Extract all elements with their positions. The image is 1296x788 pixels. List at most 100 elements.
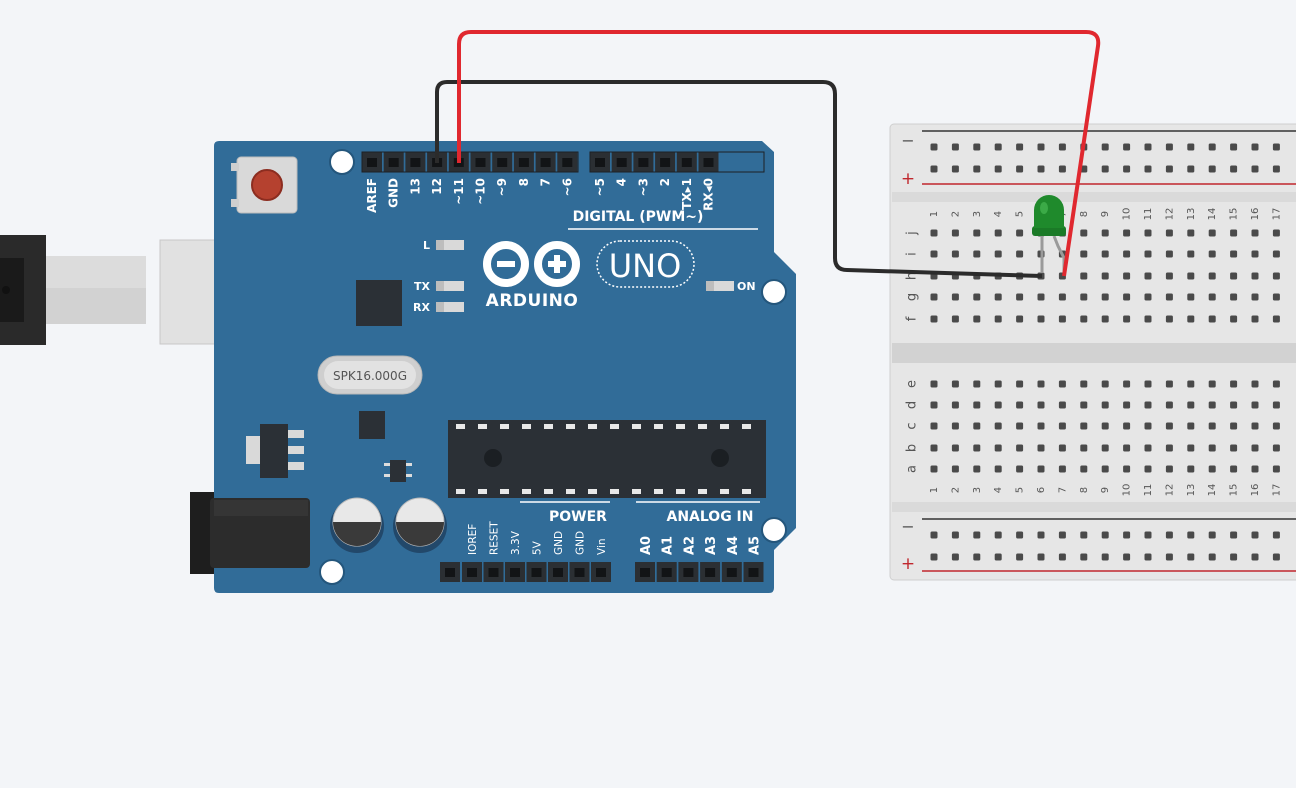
breadboard-hole[interactable] xyxy=(1016,229,1024,237)
breadboard-hole[interactable] xyxy=(1037,465,1045,473)
rail-hole[interactable] xyxy=(1058,553,1066,561)
breadboard-hole[interactable] xyxy=(973,401,981,409)
breadboard-hole[interactable] xyxy=(994,315,1002,323)
breadboard-hole[interactable] xyxy=(1208,380,1216,388)
breadboard-hole[interactable] xyxy=(1016,401,1024,409)
breadboard-hole[interactable] xyxy=(1208,401,1216,409)
rail-hole[interactable] xyxy=(951,553,959,561)
breadboard-hole[interactable] xyxy=(1230,465,1238,473)
breadboard-hole[interactable] xyxy=(1101,293,1109,301)
breadboard-hole[interactable] xyxy=(1058,444,1066,452)
breadboard-hole[interactable] xyxy=(1272,465,1280,473)
breadboard-hole[interactable] xyxy=(1080,229,1088,237)
breadboard-hole[interactable] xyxy=(1144,444,1152,452)
breadboard-hole[interactable] xyxy=(1230,293,1238,301)
breadboard-hole[interactable] xyxy=(930,380,938,388)
rail-hole[interactable] xyxy=(951,143,959,151)
breadboard-hole[interactable] xyxy=(930,315,938,323)
breadboard-hole[interactable] xyxy=(1016,315,1024,323)
rail-hole[interactable] xyxy=(1080,553,1088,561)
breadboard-hole[interactable] xyxy=(1165,250,1173,258)
rail-hole[interactable] xyxy=(994,165,1002,173)
breadboard-hole[interactable] xyxy=(1037,422,1045,430)
rail-hole[interactable] xyxy=(1123,531,1131,539)
breadboard-hole[interactable] xyxy=(1080,250,1088,258)
rail-hole[interactable] xyxy=(1101,531,1109,539)
breadboard-hole[interactable] xyxy=(994,422,1002,430)
breadboard-hole[interactable] xyxy=(1208,250,1216,258)
rail-hole[interactable] xyxy=(1165,165,1173,173)
breadboard-hole[interactable] xyxy=(930,401,938,409)
breadboard-hole[interactable] xyxy=(951,315,959,323)
reset-button[interactable] xyxy=(231,156,298,214)
breadboard-hole[interactable] xyxy=(994,444,1002,452)
rail-hole[interactable] xyxy=(1187,553,1195,561)
breadboard-hole[interactable] xyxy=(1187,465,1195,473)
rail-hole[interactable] xyxy=(1272,165,1280,173)
breadboard-hole[interactable] xyxy=(1187,422,1195,430)
breadboard-hole[interactable] xyxy=(1230,401,1238,409)
breadboard-hole[interactable] xyxy=(1058,315,1066,323)
breadboard-hole[interactable] xyxy=(973,380,981,388)
breadboard-hole[interactable] xyxy=(1272,401,1280,409)
breadboard-hole[interactable] xyxy=(1037,293,1045,301)
breadboard-hole[interactable] xyxy=(1230,229,1238,237)
breadboard-hole[interactable] xyxy=(1144,293,1152,301)
analog-header[interactable] xyxy=(635,562,764,582)
breadboard[interactable]: − + − + jihgfedcba1122334455667788991010… xyxy=(889,123,1296,581)
breadboard-hole[interactable] xyxy=(951,422,959,430)
breadboard-hole[interactable] xyxy=(1187,229,1195,237)
breadboard-hole[interactable] xyxy=(951,250,959,258)
rail-hole[interactable] xyxy=(1208,143,1216,151)
breadboard-hole[interactable] xyxy=(1101,315,1109,323)
breadboard-hole[interactable] xyxy=(973,444,981,452)
breadboard-hole[interactable] xyxy=(1080,465,1088,473)
breadboard-hole[interactable] xyxy=(930,444,938,452)
breadboard-hole[interactable] xyxy=(930,293,938,301)
breadboard-hole[interactable] xyxy=(1016,380,1024,388)
breadboard-hole[interactable] xyxy=(1272,293,1280,301)
rail-hole[interactable] xyxy=(1058,143,1066,151)
rail-hole[interactable] xyxy=(930,165,938,173)
breadboard-hole[interactable] xyxy=(1080,444,1088,452)
rail-hole[interactable] xyxy=(973,531,981,539)
red-wire[interactable] xyxy=(457,30,1101,277)
breadboard-hole[interactable] xyxy=(1016,422,1024,430)
breadboard-hole[interactable] xyxy=(1208,444,1216,452)
breadboard-hole[interactable] xyxy=(1230,422,1238,430)
rail-hole[interactable] xyxy=(1165,553,1173,561)
breadboard-hole[interactable] xyxy=(1251,444,1259,452)
breadboard-hole[interactable] xyxy=(951,465,959,473)
breadboard-hole[interactable] xyxy=(1272,380,1280,388)
rail-hole[interactable] xyxy=(1208,531,1216,539)
breadboard-hole[interactable] xyxy=(1123,272,1131,280)
rail-hole[interactable] xyxy=(1144,531,1152,539)
breadboard-hole[interactable] xyxy=(951,229,959,237)
rail-hole[interactable] xyxy=(1037,553,1045,561)
rail-hole[interactable] xyxy=(994,553,1002,561)
rail-hole[interactable] xyxy=(930,531,938,539)
breadboard-hole[interactable] xyxy=(1144,401,1152,409)
breadboard-hole[interactable] xyxy=(1037,444,1045,452)
breadboard-hole[interactable] xyxy=(1080,401,1088,409)
breadboard-hole[interactable] xyxy=(1123,422,1131,430)
breadboard-hole[interactable] xyxy=(1187,444,1195,452)
breadboard-hole[interactable] xyxy=(1230,272,1238,280)
breadboard-hole[interactable] xyxy=(1208,422,1216,430)
rail-hole[interactable] xyxy=(1208,165,1216,173)
breadboard-hole[interactable] xyxy=(1251,422,1259,430)
breadboard-hole[interactable] xyxy=(1208,272,1216,280)
breadboard-hole[interactable] xyxy=(1187,250,1195,258)
arduino-uno-board[interactable]: SPK16.000G xyxy=(190,141,796,593)
rail-hole[interactable] xyxy=(1187,165,1195,173)
breadboard-hole[interactable] xyxy=(1165,293,1173,301)
breadboard-hole[interactable] xyxy=(973,422,981,430)
breadboard-hole[interactable] xyxy=(1101,422,1109,430)
rail-hole[interactable] xyxy=(973,143,981,151)
rail-hole[interactable] xyxy=(951,165,959,173)
breadboard-hole[interactable] xyxy=(1123,229,1131,237)
breadboard-hole[interactable] xyxy=(951,293,959,301)
breadboard-hole[interactable] xyxy=(1165,229,1173,237)
rail-hole[interactable] xyxy=(1272,143,1280,151)
